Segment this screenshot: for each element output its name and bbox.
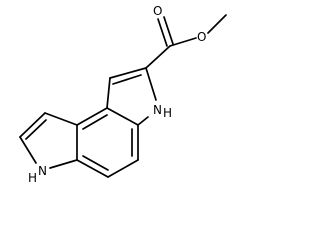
bond-ccarbonyl-oester bbox=[169, 37, 197, 47]
bond-n1-c7a bbox=[137, 116, 149, 126]
atom-label-carbonyl-oxygen: O bbox=[153, 4, 162, 18]
bond-c3-c3a bbox=[106, 77, 111, 109]
bond-c2-c3-double bbox=[112, 74, 142, 85]
bond-c9-c8-single bbox=[19, 112, 46, 138]
atom-label-ring-h-lower: H bbox=[28, 171, 37, 185]
bond-carbonyl-double-b bbox=[163, 16, 174, 45]
bond-c6-c5 bbox=[76, 159, 109, 178]
atom-label-ester-oxygen: O bbox=[197, 30, 206, 44]
bond-c4a-c3a-inner bbox=[82, 114, 108, 130]
bond-c2-ccarbonyl bbox=[145, 45, 171, 69]
bond-n6-c5 bbox=[49, 159, 78, 169]
atom-label-ring-h-upper: H bbox=[163, 106, 172, 120]
bond-c6-c5-inner bbox=[82, 155, 109, 171]
atom-label-ring-n-lower: N bbox=[38, 164, 47, 178]
bond-carbonyl-double-a bbox=[157, 18, 168, 47]
bond-c2-n1 bbox=[145, 67, 157, 101]
bond-c4a-c9 bbox=[44, 112, 78, 126]
bond-c2-c3-single bbox=[109, 67, 147, 79]
bond-c7-c6 bbox=[107, 159, 139, 178]
bond-c9-c8-double bbox=[25, 119, 47, 140]
bond-c4a-c3a bbox=[76, 107, 108, 126]
bond-c8-n6 bbox=[19, 136, 37, 164]
molecule-diagram: O O N H N H bbox=[19, 4, 227, 185]
atom-label-ring-n-upper: N bbox=[153, 103, 162, 117]
bond-c3a-c7a bbox=[106, 107, 139, 126]
bond-oester-methyl bbox=[207, 14, 227, 34]
